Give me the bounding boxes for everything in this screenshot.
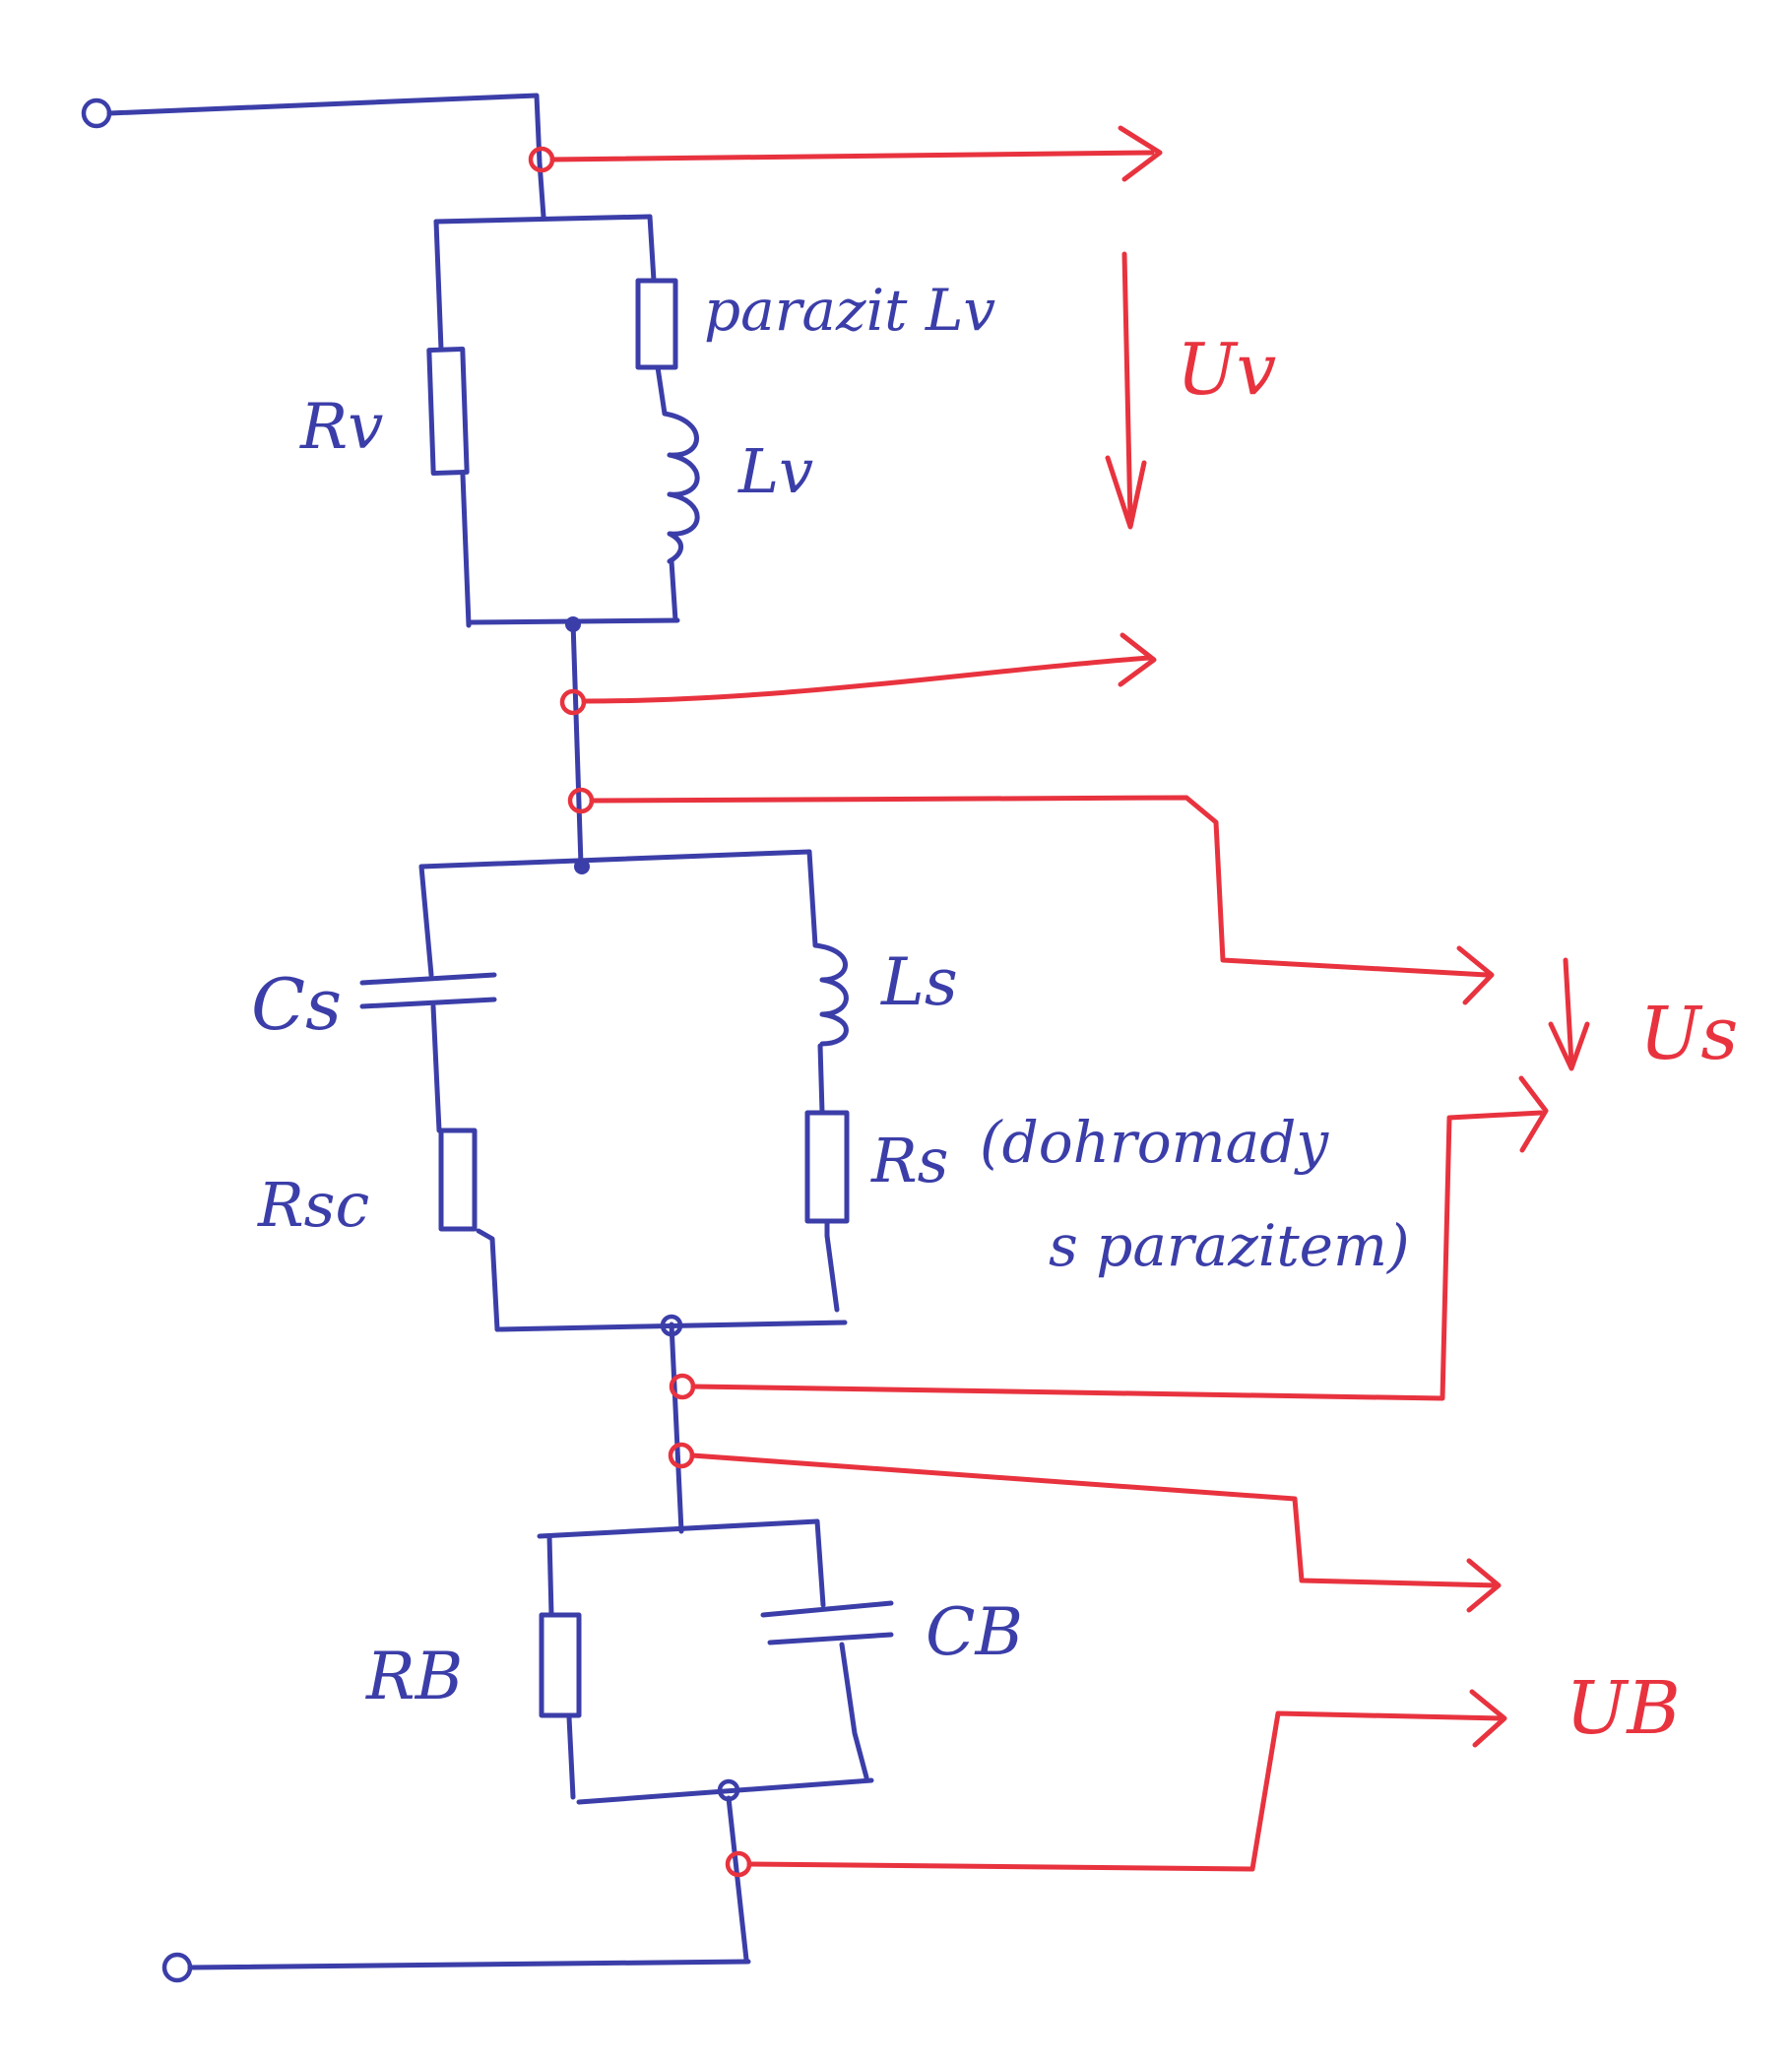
block-b (537, 1518, 894, 1805)
label-ub: UB (1566, 1666, 1681, 1751)
resistor-parasitic-lv (635, 278, 678, 370)
capacitor-cs (359, 972, 497, 1009)
probe-ub-bottom (725, 1689, 1507, 1878)
label-cb: CB (926, 1594, 1023, 1670)
probe-uv-bottom (559, 632, 1157, 716)
label-rs: Rs (870, 1125, 949, 1196)
inductor-lv (662, 411, 700, 564)
output-terminal (161, 1952, 751, 1983)
capacitor-cb (760, 1600, 894, 1645)
probe-us-top (567, 787, 1495, 1005)
label-ls: Ls (880, 944, 958, 1020)
probe-us-bottom (669, 1075, 1549, 1401)
resistor-rb (539, 1612, 582, 1718)
label-rs-note-line1: (dohromady (980, 1109, 1329, 1176)
input-terminal (81, 93, 546, 220)
resistor-rv (426, 346, 470, 477)
probe-ub-top (668, 1442, 1502, 1613)
inductor-ls (812, 942, 849, 1047)
link-s-b (669, 1322, 684, 1534)
resistor-rsc (438, 1128, 478, 1232)
label-rs-note-line2: s parazitem) (1049, 1212, 1410, 1279)
label-rb: RB (365, 1639, 463, 1714)
block-v (426, 214, 700, 628)
probe-uv-top (528, 125, 1163, 182)
label-parasitic-lv: parazit Lv (704, 277, 995, 344)
uv-voltage-arrow (1105, 251, 1147, 530)
block-s (359, 849, 850, 1332)
us-voltage-arrow (1548, 957, 1590, 1071)
resistor-rs (804, 1110, 850, 1224)
label-uv: Uv (1177, 328, 1276, 411)
label-cs: Cs (251, 963, 342, 1046)
link-v-s (570, 619, 584, 868)
link-b-out (726, 1795, 749, 1963)
label-rsc: Rsc (257, 1169, 369, 1241)
label-rv: Rv (299, 391, 383, 464)
label-us: Us (1639, 992, 1738, 1076)
label-lv: Lv (737, 435, 813, 507)
